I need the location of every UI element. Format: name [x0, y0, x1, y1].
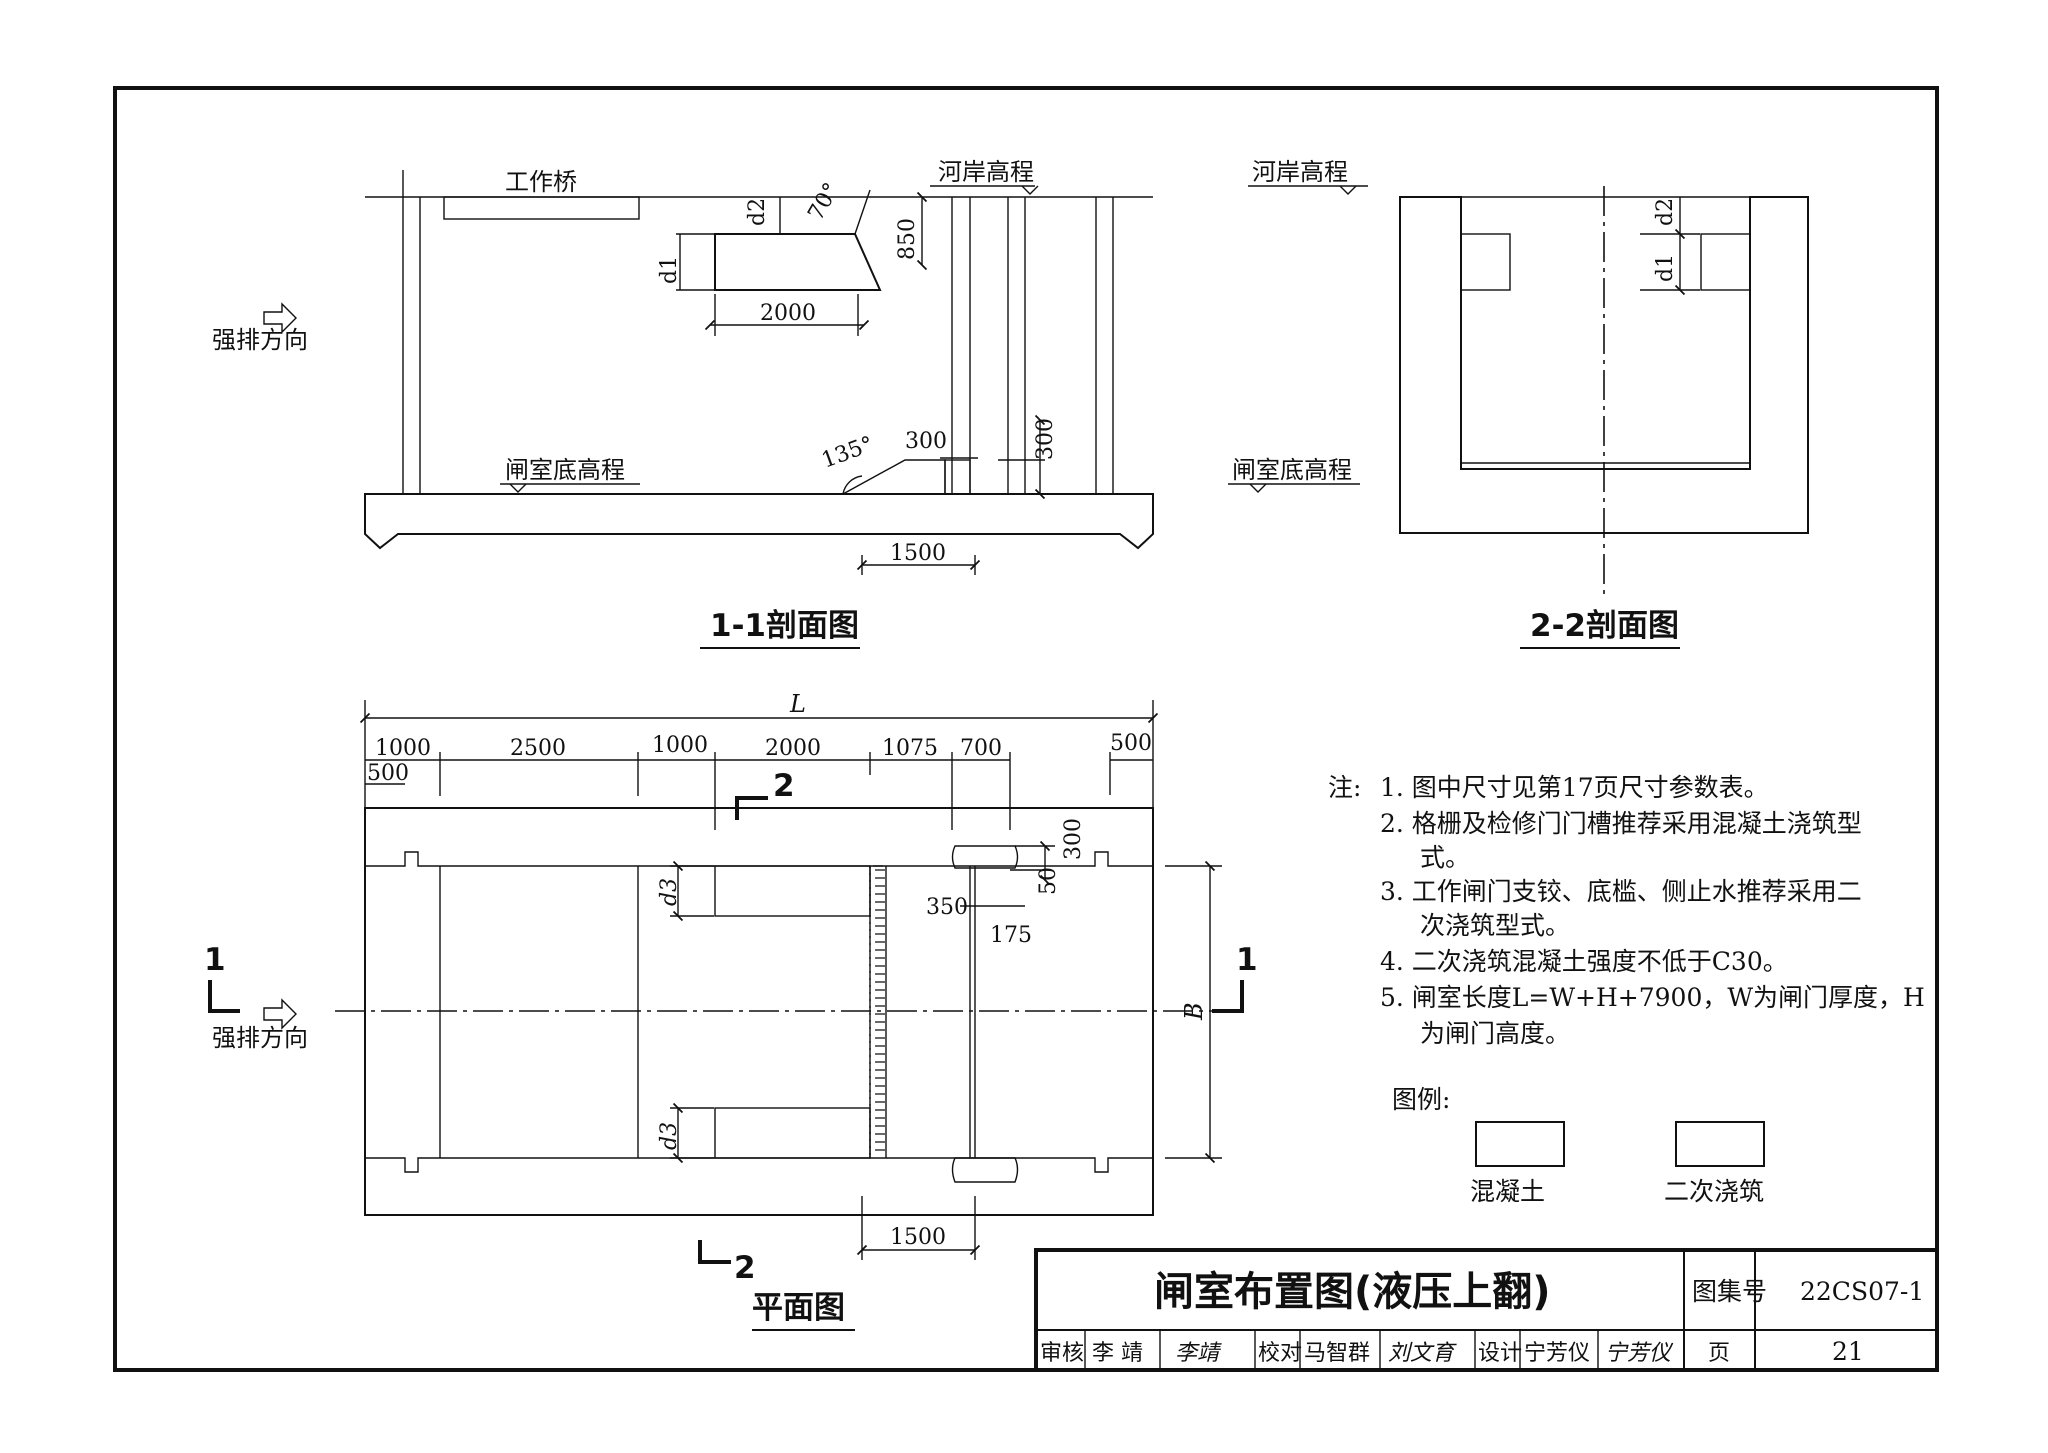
legend-concrete-swatch	[1475, 1121, 1565, 1167]
d3-label-top: d3	[657, 878, 682, 906]
note-4: 4. 二次浇筑混凝土强度不低于C30。	[1380, 947, 1788, 976]
title-2-2: 2-2剖面图	[1530, 608, 1679, 644]
review-label: 审核	[1040, 1341, 1084, 1366]
dim-2000-1-1: 2000	[760, 301, 816, 326]
title-1-1: 1-1剖面图	[710, 608, 859, 644]
notes: 注: 1. 图中尺寸见第17页尺寸参数表。 2. 格栅及检修门门槽推荐采用混凝土…	[1328, 773, 1925, 1048]
legend-concrete-label: 混凝土	[1470, 1177, 1545, 1206]
dim-1000-b: 1000	[652, 733, 708, 758]
gate-block-bottom-plan	[714, 1107, 871, 1159]
dim-700: 700	[960, 736, 1002, 761]
bank-label-1-1: 河岸高程	[938, 158, 1034, 186]
cut-mark-1-left	[208, 980, 240, 1013]
d1-label-2-2: d1	[1653, 254, 1678, 282]
dim-2000-plan: 2000	[765, 736, 821, 761]
hinge-block-top	[951, 845, 1019, 869]
section-2-2: 河岸高程 d2 d1 闸室底高程 2-2剖面图	[1228, 158, 1809, 649]
gate-block-right-2-2	[1700, 233, 1751, 291]
page-label: 页	[1708, 1341, 1730, 1366]
gate-block	[714, 233, 882, 291]
dim-350: 350	[926, 895, 968, 920]
dim-1500-1-1: 1500	[890, 541, 946, 566]
gate-block-top-plan	[714, 865, 871, 917]
note-5: 5. 闸室长度L=W+H+7900，W为闸门厚度，H	[1380, 983, 1925, 1012]
dim-1000-a: 1000	[375, 736, 431, 761]
legend: 图例: 混凝土 二次浇筑	[1392, 1085, 1765, 1206]
title-plan: 平面图	[752, 1290, 845, 1326]
dim-B: B	[1180, 1002, 1208, 1021]
wall-line-bottom	[365, 1157, 1153, 1173]
hinge-block-bottom	[951, 1157, 1019, 1183]
dim-2500: 2500	[510, 736, 566, 761]
cut-1-right: 1	[1236, 942, 1258, 978]
flow-arrow-plan-icon	[263, 998, 297, 1030]
check-label: 校对	[1258, 1341, 1302, 1366]
design-label: 设计	[1478, 1341, 1522, 1366]
notes-prefix: 注:	[1328, 773, 1361, 802]
flow-label-1-1: 强排方向	[212, 326, 308, 354]
cut-mark-2-top	[735, 796, 768, 820]
dim-300-b: 300	[1033, 418, 1058, 460]
dim-500-right: 500	[1110, 731, 1152, 756]
d2-label-2-2: d2	[1653, 198, 1678, 226]
page-number: 21	[1832, 1337, 1864, 1366]
dim-L: L	[789, 690, 806, 718]
designer-name: 宁芳仪	[1524, 1341, 1590, 1366]
legend-secondary-swatch	[1675, 1121, 1765, 1167]
cut-1-left: 1	[204, 942, 226, 978]
atlas-label: 图集号	[1692, 1277, 1767, 1306]
sill-secondary-pour	[944, 459, 971, 495]
sheet-border	[113, 86, 1939, 1372]
note-2-cont: 式。	[1420, 843, 1470, 872]
section-1-1: 工作桥 强排方向 d2 70° d1 2000 河岸高程 850	[212, 158, 1154, 649]
angle-70: 70°	[804, 179, 845, 225]
note-3: 3. 工作闸门支铰、底槛、侧止水推荐采用二	[1380, 877, 1862, 906]
d2-label: d2	[745, 198, 770, 226]
review-signature: 李靖	[1175, 1341, 1222, 1366]
dim-500-left: 500	[367, 761, 409, 786]
reviewer-name: 李 靖	[1092, 1341, 1143, 1366]
atlas-number: 22CS07-1	[1800, 1277, 1924, 1306]
note-5-cont: 为闸门高度。	[1420, 1019, 1570, 1048]
floor-slab-1-1	[364, 493, 1154, 550]
note-3-cont: 次浇筑型式。	[1420, 911, 1570, 940]
d1-label: d1	[657, 256, 682, 284]
dim-1500-plan: 1500	[890, 1225, 946, 1250]
design-signature: 宁芳仪	[1605, 1341, 1674, 1366]
floor-label-1-1: 闸室底高程	[505, 456, 625, 484]
flow-label-plan: 强排方向	[212, 1024, 308, 1052]
dim-300-a: 300	[905, 429, 947, 454]
cut-2-bottom: 2	[734, 1250, 756, 1286]
dim-1075: 1075	[882, 736, 938, 761]
gate-block-left-2-2	[1460, 233, 1511, 291]
wall-line-top	[365, 851, 1153, 867]
dim-175: 175	[990, 923, 1032, 948]
legend-title: 图例:	[1392, 1085, 1450, 1114]
cut-mark-2-bottom	[698, 1240, 731, 1264]
dim-50: 50	[1036, 867, 1061, 895]
bridge-label: 工作桥	[505, 168, 577, 196]
bank-label-2-2: 河岸高程	[1252, 158, 1348, 186]
elevation-marker-icon	[1021, 185, 1039, 195]
note-2: 2. 格栅及检修门门槽推荐采用混凝土浇筑型	[1380, 809, 1862, 838]
note-1: 1. 图中尺寸见第17页尺寸参数表。	[1380, 773, 1769, 802]
legend-secondary-label: 二次浇筑	[1664, 1177, 1764, 1206]
cut-2-top: 2	[773, 768, 795, 804]
drawing-title: 闸室布置图(液压上翻)	[1154, 1269, 1551, 1315]
checker-name: 马智群	[1304, 1341, 1370, 1366]
check-signature: 刘文育	[1388, 1341, 1457, 1366]
plan-view: L 1000 2500 1000 2000 1075 700 500 500	[204, 690, 1258, 1331]
floor-label-2-2: 闸室底高程	[1232, 456, 1352, 484]
angle-135: 135°	[819, 432, 877, 474]
work-bridge	[443, 196, 640, 220]
title-block: 闸室布置图(液压上翻) 图集号 22CS07-1 审核 李 靖 李靖 校对 马智…	[1034, 1248, 1939, 1372]
cut-mark-1-right	[1212, 980, 1244, 1013]
dim-300-plan: 300	[1061, 818, 1086, 860]
dim-850: 850	[895, 218, 920, 260]
flow-arrow-icon	[263, 302, 297, 334]
d3-label-bottom: d3	[657, 1122, 682, 1150]
